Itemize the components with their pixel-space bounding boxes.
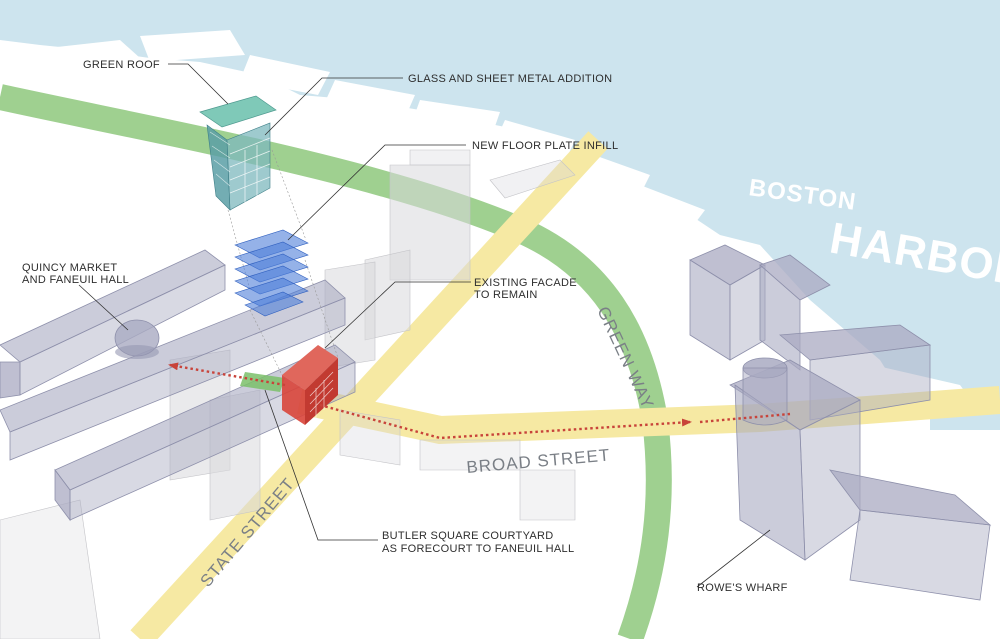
floor-plate-infill bbox=[235, 230, 308, 316]
floor-infill-label: NEW FLOOR PLATE INFILL bbox=[472, 140, 618, 152]
glass-addition-tower bbox=[200, 96, 276, 210]
glass-addition-label: GLASS AND SHEET METAL ADDITION bbox=[408, 73, 612, 85]
quincy-market-label-line2: AND FANEUIL HALL bbox=[22, 274, 129, 286]
existing-facade-label-line1: EXISTING FACADE bbox=[474, 277, 577, 289]
green-roof-label: GREEN ROOF bbox=[83, 59, 160, 71]
existing-facade-label-line2: TO REMAIN bbox=[474, 289, 538, 301]
faneuil-hall-dome bbox=[115, 320, 159, 359]
rowes-wharf-label: ROWE'S WHARF bbox=[697, 582, 788, 594]
quincy-market-label-line1: QUINCY MARKET bbox=[22, 262, 117, 274]
butler-square-label-line1: BUTLER SQUARE COURTYARD bbox=[382, 530, 554, 542]
rowes-wharf-rotunda bbox=[743, 358, 787, 425]
butler-square-label-line2: AS FORECOURT TO FANEUIL HALL bbox=[382, 543, 574, 555]
